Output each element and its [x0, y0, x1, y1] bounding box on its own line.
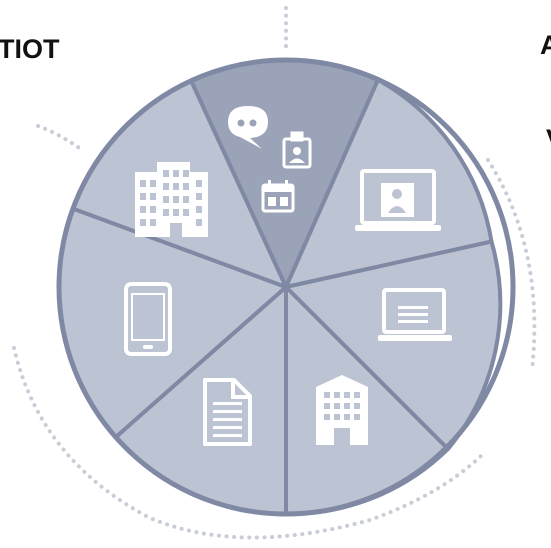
dotted-arcs — [12, 6, 537, 540]
dotted-arc-bottom — [12, 346, 484, 540]
tablet-icon — [124, 282, 172, 356]
office-building-icon — [135, 162, 208, 237]
label-right-top: A — [540, 30, 551, 60]
label-right-mid: V — [546, 124, 551, 155]
dotted-arc-right — [486, 158, 537, 372]
document-icon — [203, 378, 252, 446]
monitor-user-icon — [355, 169, 441, 231]
chat-icon — [228, 106, 268, 149]
laptop-icon — [378, 288, 452, 341]
id-badge-icon — [282, 131, 312, 169]
calendar-icon — [261, 180, 295, 213]
building-icon — [316, 375, 368, 445]
dotted-arc-left-top — [36, 124, 84, 152]
wheel-outline — [56, 57, 516, 517]
label-left: ТІОТ — [0, 34, 60, 64]
